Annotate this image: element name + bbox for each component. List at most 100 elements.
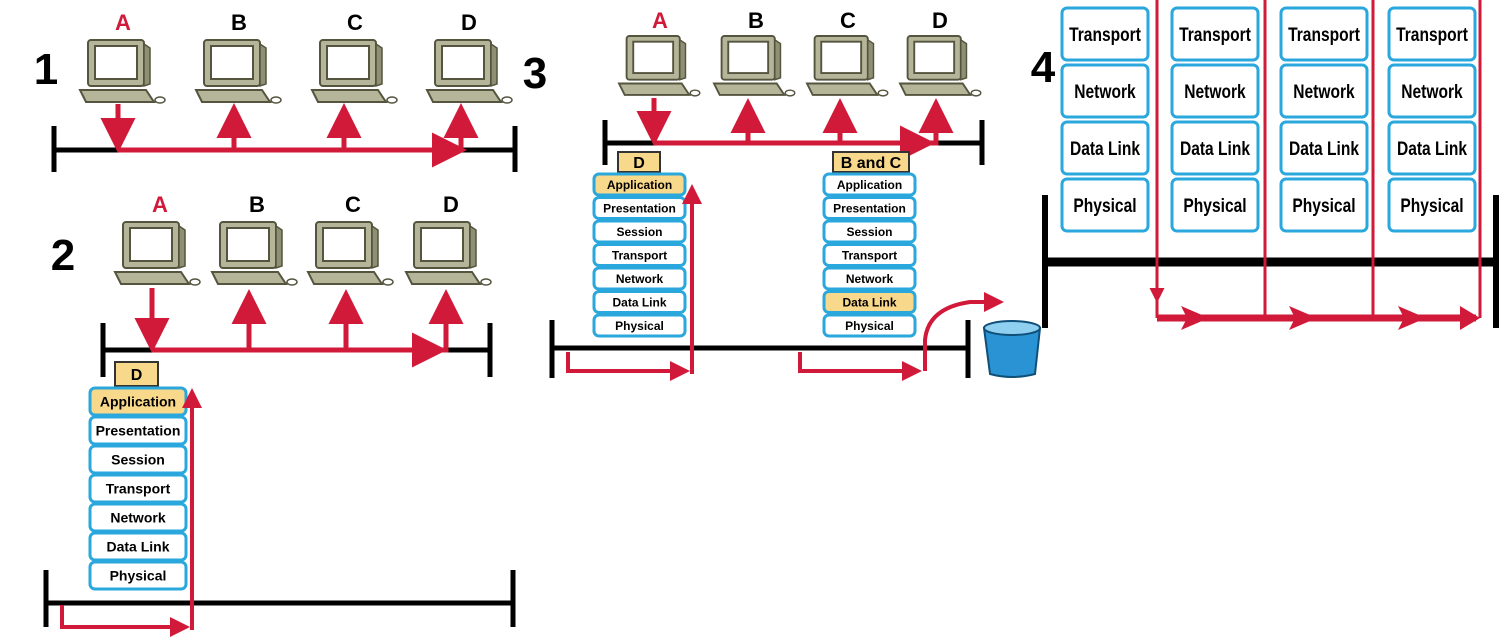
node-label: B — [231, 10, 247, 35]
mouse — [501, 96, 513, 104]
layer-box — [1170, 120, 1260, 176]
keyboard — [78, 89, 156, 103]
panel-4-number: 4 — [1031, 43, 1056, 92]
keyboard — [425, 89, 503, 103]
mouse — [970, 89, 982, 97]
layer-box — [592, 243, 687, 267]
layer-box — [592, 290, 687, 314]
layer-box — [822, 243, 917, 267]
computer-icon — [194, 39, 282, 104]
layer-label: Physical — [1183, 194, 1246, 216]
computer-icon — [805, 35, 889, 97]
computer-icon — [210, 221, 298, 286]
mouse — [286, 278, 298, 286]
layer-box — [1060, 120, 1150, 176]
layer-label: Data Link — [1070, 137, 1140, 159]
mouse — [784, 89, 796, 97]
monitor-side — [469, 224, 477, 270]
computer-icon — [404, 221, 492, 286]
mouse — [689, 89, 701, 97]
receive-arrow — [918, 98, 954, 146]
computer-icon — [113, 221, 201, 286]
layer-box — [592, 219, 687, 244]
layer-label: Application — [837, 178, 902, 192]
layer-label: Transport — [106, 481, 171, 497]
layer-label: Network — [1184, 80, 1246, 102]
layer-box — [822, 196, 917, 220]
layer-box — [1279, 177, 1369, 233]
mouse — [270, 96, 282, 104]
keyboard — [194, 89, 272, 103]
layer-box — [1060, 6, 1150, 62]
layer-box — [88, 415, 188, 446]
layer-label: Network — [1074, 80, 1136, 102]
layer-label: Application — [607, 178, 672, 192]
layer-label: Physical — [1073, 194, 1136, 216]
tag-D-label: D — [131, 367, 143, 384]
layer-box — [88, 560, 188, 591]
receive-arrow — [428, 289, 464, 353]
node-label: C — [345, 192, 361, 217]
computer-icon — [898, 35, 982, 97]
bit-flow-arrow — [798, 352, 922, 381]
screen — [820, 40, 863, 75]
layer-label: Data Link — [1397, 137, 1467, 159]
osi-stack-b-c: ApplicationPresentationSessionTransportN… — [822, 172, 917, 338]
screen — [727, 40, 770, 75]
tag-D — [114, 361, 159, 387]
bit-flow-arrow — [566, 352, 690, 381]
monitor-side — [259, 42, 267, 88]
keyboard — [617, 82, 692, 96]
layer-label: Physical — [110, 568, 167, 584]
layer-label: Transport — [612, 248, 667, 262]
screen — [210, 45, 254, 80]
layer-label: Network — [1401, 80, 1463, 102]
panel-1-number: 1 — [34, 45, 58, 94]
screen — [129, 227, 173, 262]
node-label: C — [347, 10, 363, 35]
layer-box — [592, 196, 687, 220]
screen — [913, 40, 956, 75]
layer-box — [822, 172, 917, 197]
layer-box — [1279, 120, 1369, 176]
computer-icon — [617, 35, 701, 97]
monitor-side — [143, 42, 151, 88]
screen — [632, 40, 675, 75]
layer-box — [88, 444, 188, 475]
layer-label: Data Link — [612, 295, 666, 309]
layer-box — [1387, 63, 1477, 119]
monitor-side — [178, 224, 186, 270]
discard-arrow — [923, 292, 1004, 371]
flow-chevron — [1398, 306, 1426, 330]
layer-label: Session — [846, 225, 892, 239]
tag-B-and-C-label: B and C — [841, 155, 902, 172]
screen — [94, 45, 138, 80]
computer-icon — [306, 221, 394, 286]
node-label: B — [249, 192, 265, 217]
layer-label: Transport — [1396, 23, 1468, 45]
layer-label: Data Link — [1180, 137, 1250, 159]
mouse — [877, 89, 889, 97]
node-label: A — [115, 10, 131, 35]
layer-label: Physical — [845, 319, 894, 333]
flow-chevron — [1460, 306, 1480, 330]
layer-label: Session — [616, 225, 662, 239]
layer-box — [88, 502, 188, 533]
screen — [441, 45, 485, 80]
layer-label: Data Link — [106, 539, 169, 555]
keyboard — [898, 82, 973, 96]
monitor-side — [960, 38, 968, 81]
layer-label: Network — [616, 272, 664, 286]
computer-icon — [310, 39, 398, 104]
flow-chevron — [1181, 306, 1209, 330]
layer-box — [1387, 6, 1477, 62]
layer-box — [1387, 120, 1477, 176]
keyboard — [712, 82, 787, 96]
keyboard — [310, 89, 388, 103]
layer-label: Application — [100, 394, 176, 410]
layer-box — [822, 290, 917, 314]
